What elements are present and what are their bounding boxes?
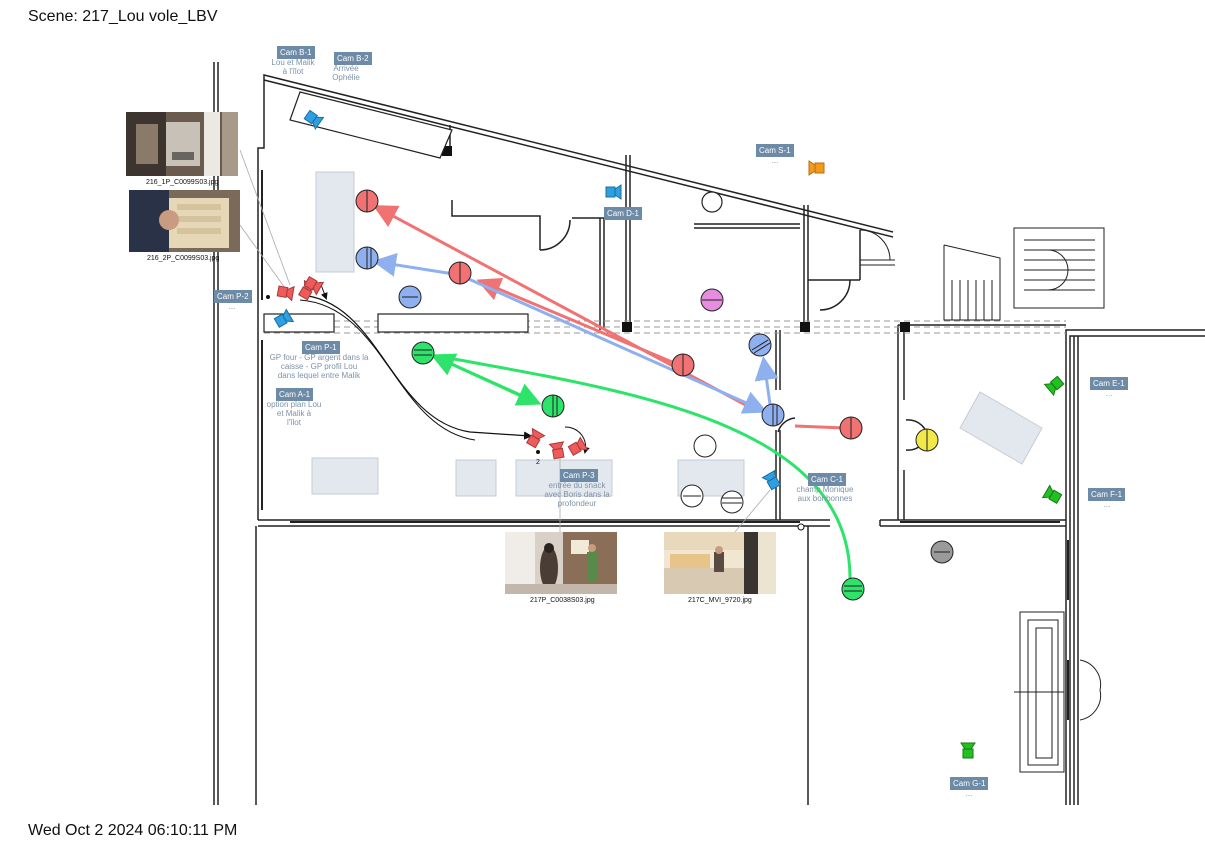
character-green-3 (841, 577, 865, 601)
thumbnail-217c-image (664, 532, 776, 594)
path-blue-1 (372, 252, 461, 277)
thumbnail-216-1p-image (126, 112, 238, 176)
camera-p3-b-icon (548, 441, 565, 460)
thumbnail-216-1p-caption: 216_1P_C0099S03.jpg (146, 179, 219, 186)
path-green-2 (435, 355, 542, 406)
cam-e1-label: Cam E-1 (1090, 377, 1128, 390)
thumbnail-217p-caption: 217P_C0038S03.jpg (530, 597, 595, 604)
character-stripes (366, 190, 950, 592)
cam-d1-label: Cam D-1 (604, 207, 643, 220)
cam-p3-label: Cam P-3 (560, 469, 598, 482)
thumbnail-217c[interactable] (664, 532, 776, 594)
cam-p2-note: ... (228, 302, 236, 311)
cam-e1-note: ... (1105, 389, 1113, 398)
cam-a1-label: Cam A-1 (276, 388, 314, 401)
scene-title: Scene: 217_Lou vole_LBV (28, 8, 218, 25)
camera-f1-icon (1041, 484, 1063, 505)
thumbnail-217p[interactable] (505, 532, 617, 594)
camera-e1-icon (1043, 375, 1065, 397)
character-white-1 (693, 434, 717, 458)
path-blue-2 (461, 274, 768, 414)
path-red-2 (372, 205, 756, 412)
counters (263, 91, 723, 333)
thumbnail-216-1p[interactable] (126, 112, 238, 176)
cam-p2-label: Cam P-2 (214, 290, 252, 303)
cam-b2-label: Cam B-2 (334, 52, 372, 65)
camera-icons (273, 109, 1065, 759)
camera-c1-icon (761, 469, 782, 491)
path-red-1 (794, 424, 846, 430)
cam-f1-note: ... (1103, 500, 1111, 509)
cam-g1-note: ... (965, 789, 973, 798)
cam-b1-label: Cam B-1 (277, 46, 315, 59)
camera-p2-icon (273, 308, 295, 329)
cam-p1-note: GP four - GP argent dans la caisse - GP … (269, 353, 369, 380)
camera-p3-c-icon (567, 436, 589, 457)
characters (355, 189, 954, 601)
camera-p1-a-icon (276, 285, 295, 302)
thumbnail-leaders (239, 149, 771, 533)
step-marker-2: 2 (536, 459, 540, 466)
thumbnail-217c-caption: 217C_MVI_9720.jpg (688, 597, 752, 604)
dolly-dots (266, 295, 805, 531)
timestamp: Wed Oct 2 2024 06:10:11 PM (28, 822, 238, 839)
thumbnail-216-2p[interactable] (129, 190, 240, 252)
cam-p1-label: Cam P-1 (302, 341, 340, 354)
camera-s1-icon (808, 160, 825, 176)
cam-a1-note: option plan Lou et Malik à l'îlot (266, 400, 322, 427)
cam-g1-label: Cam G-1 (950, 777, 989, 790)
thumbnail-216-2p-caption: 216_2P_C0099S03.jpg (147, 255, 220, 262)
movement-paths (299, 205, 852, 579)
camera-b1-icon (303, 109, 325, 130)
cam-b2-note: Arrivée Ophélie (332, 64, 360, 82)
path-blue-3 (754, 356, 779, 405)
pillars (442, 146, 910, 332)
thumbnail-217p-image (505, 532, 617, 594)
cam-b1-note: Lou et Malik à l'îlot (271, 58, 315, 76)
path-red-3 (476, 277, 673, 364)
camera-d1-icon (605, 184, 622, 200)
thumbnail-216-2p-image (129, 190, 240, 252)
walls (213, 62, 1205, 805)
character-white-3 (720, 490, 744, 514)
camera-p1-c-icon (303, 275, 325, 296)
cam-s1-note: ... (771, 156, 779, 165)
stairs-top (859, 227, 1105, 321)
window-bars (261, 170, 1069, 720)
stairs-bottom (1014, 611, 1102, 773)
character-green-1 (411, 341, 435, 365)
cam-f1-label: Cam F-1 (1088, 488, 1126, 501)
camera-g1-icon (960, 742, 976, 759)
cam-c1-label: Cam C-1 (808, 473, 847, 486)
cam-p3-note: entrée du snack avec Boris dans la profo… (544, 481, 610, 508)
camera-p3-a-icon (525, 427, 546, 449)
cam-s1-label: Cam S-1 (756, 144, 794, 157)
path-green-3 (437, 354, 852, 579)
cam-c1-note: champ Monique aux bonbonnes (796, 485, 854, 503)
